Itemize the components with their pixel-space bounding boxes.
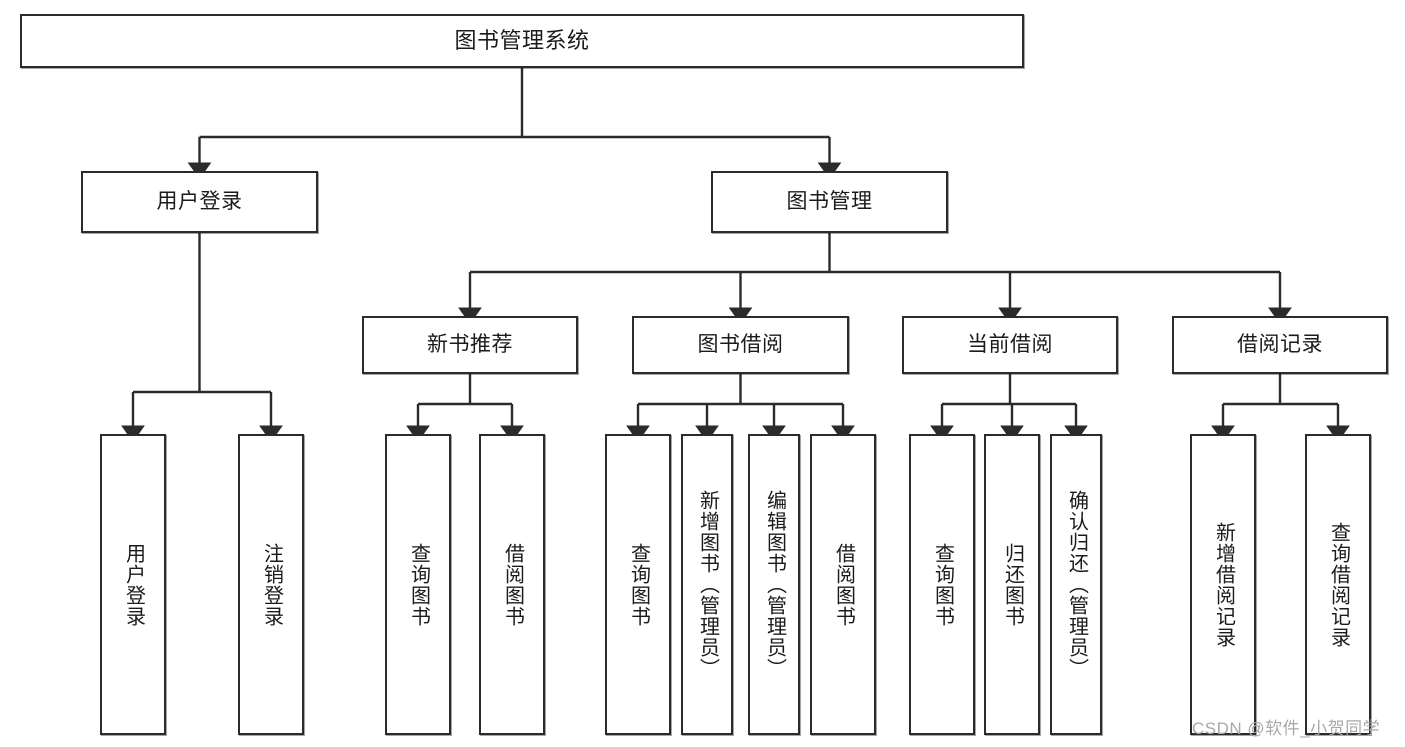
- node-borrow-record[interactable]: 借阅记录: [1172, 316, 1388, 374]
- node-leaf-query-book-2[interactable]: 查询图书: [605, 434, 671, 735]
- node-label: 查询借阅记录: [1327, 521, 1350, 648]
- node-leaf-confirm-return[interactable]: 确认归还（管理员）: [1050, 434, 1102, 735]
- node-leaf-return-book[interactable]: 归还图书: [984, 434, 1040, 735]
- node-label: 图书管理系统: [454, 28, 590, 54]
- node-label: 查询图书: [407, 542, 430, 627]
- node-label: 借阅记录: [1237, 332, 1323, 356]
- node-user-login[interactable]: 用户登录: [81, 171, 318, 233]
- node-label: 图书管理: [786, 189, 873, 213]
- node-current-borrow[interactable]: 当前借阅: [902, 316, 1118, 374]
- node-new-book-rec[interactable]: 新书推荐: [362, 316, 578, 374]
- node-leaf-add-book[interactable]: 新增图书（管理员）: [681, 434, 733, 735]
- node-book-borrow[interactable]: 图书借阅: [632, 316, 849, 374]
- node-leaf-borrow-book-1[interactable]: 借阅图书: [479, 434, 545, 735]
- node-leaf-add-record[interactable]: 新增借阅记录: [1190, 434, 1256, 735]
- node-label: 新增借阅记录: [1212, 521, 1235, 648]
- node-leaf-user-logout[interactable]: 注销登录: [238, 434, 304, 735]
- node-label: 新增图书（管理员）: [696, 490, 719, 679]
- node-label: 用户登录: [156, 189, 243, 213]
- node-book-manage[interactable]: 图书管理: [711, 171, 948, 233]
- node-leaf-query-book-3[interactable]: 查询图书: [909, 434, 975, 735]
- node-leaf-query-book-1[interactable]: 查询图书: [385, 434, 451, 735]
- node-label: 注销登录: [260, 542, 283, 627]
- node-leaf-edit-book[interactable]: 编辑图书（管理员）: [748, 434, 800, 735]
- node-label: 借阅图书: [501, 542, 524, 627]
- node-label: 用户登录: [122, 542, 145, 627]
- node-leaf-borrow-book-2[interactable]: 借阅图书: [810, 434, 876, 735]
- node-label: 借阅图书: [832, 542, 855, 627]
- node-label: 编辑图书（管理员）: [763, 490, 786, 679]
- node-label: 新书推荐: [427, 332, 513, 356]
- node-label: 确认归还（管理员）: [1065, 490, 1088, 679]
- node-label: 归还图书: [1001, 542, 1024, 627]
- node-label: 查询图书: [627, 542, 650, 627]
- node-label: 当前借阅: [967, 332, 1053, 356]
- node-leaf-query-record[interactable]: 查询借阅记录: [1305, 434, 1371, 735]
- node-root[interactable]: 图书管理系统: [20, 14, 1024, 68]
- node-label: 查询图书: [931, 542, 954, 627]
- node-leaf-user-login[interactable]: 用户登录: [100, 434, 166, 735]
- node-label: 图书借阅: [697, 332, 784, 356]
